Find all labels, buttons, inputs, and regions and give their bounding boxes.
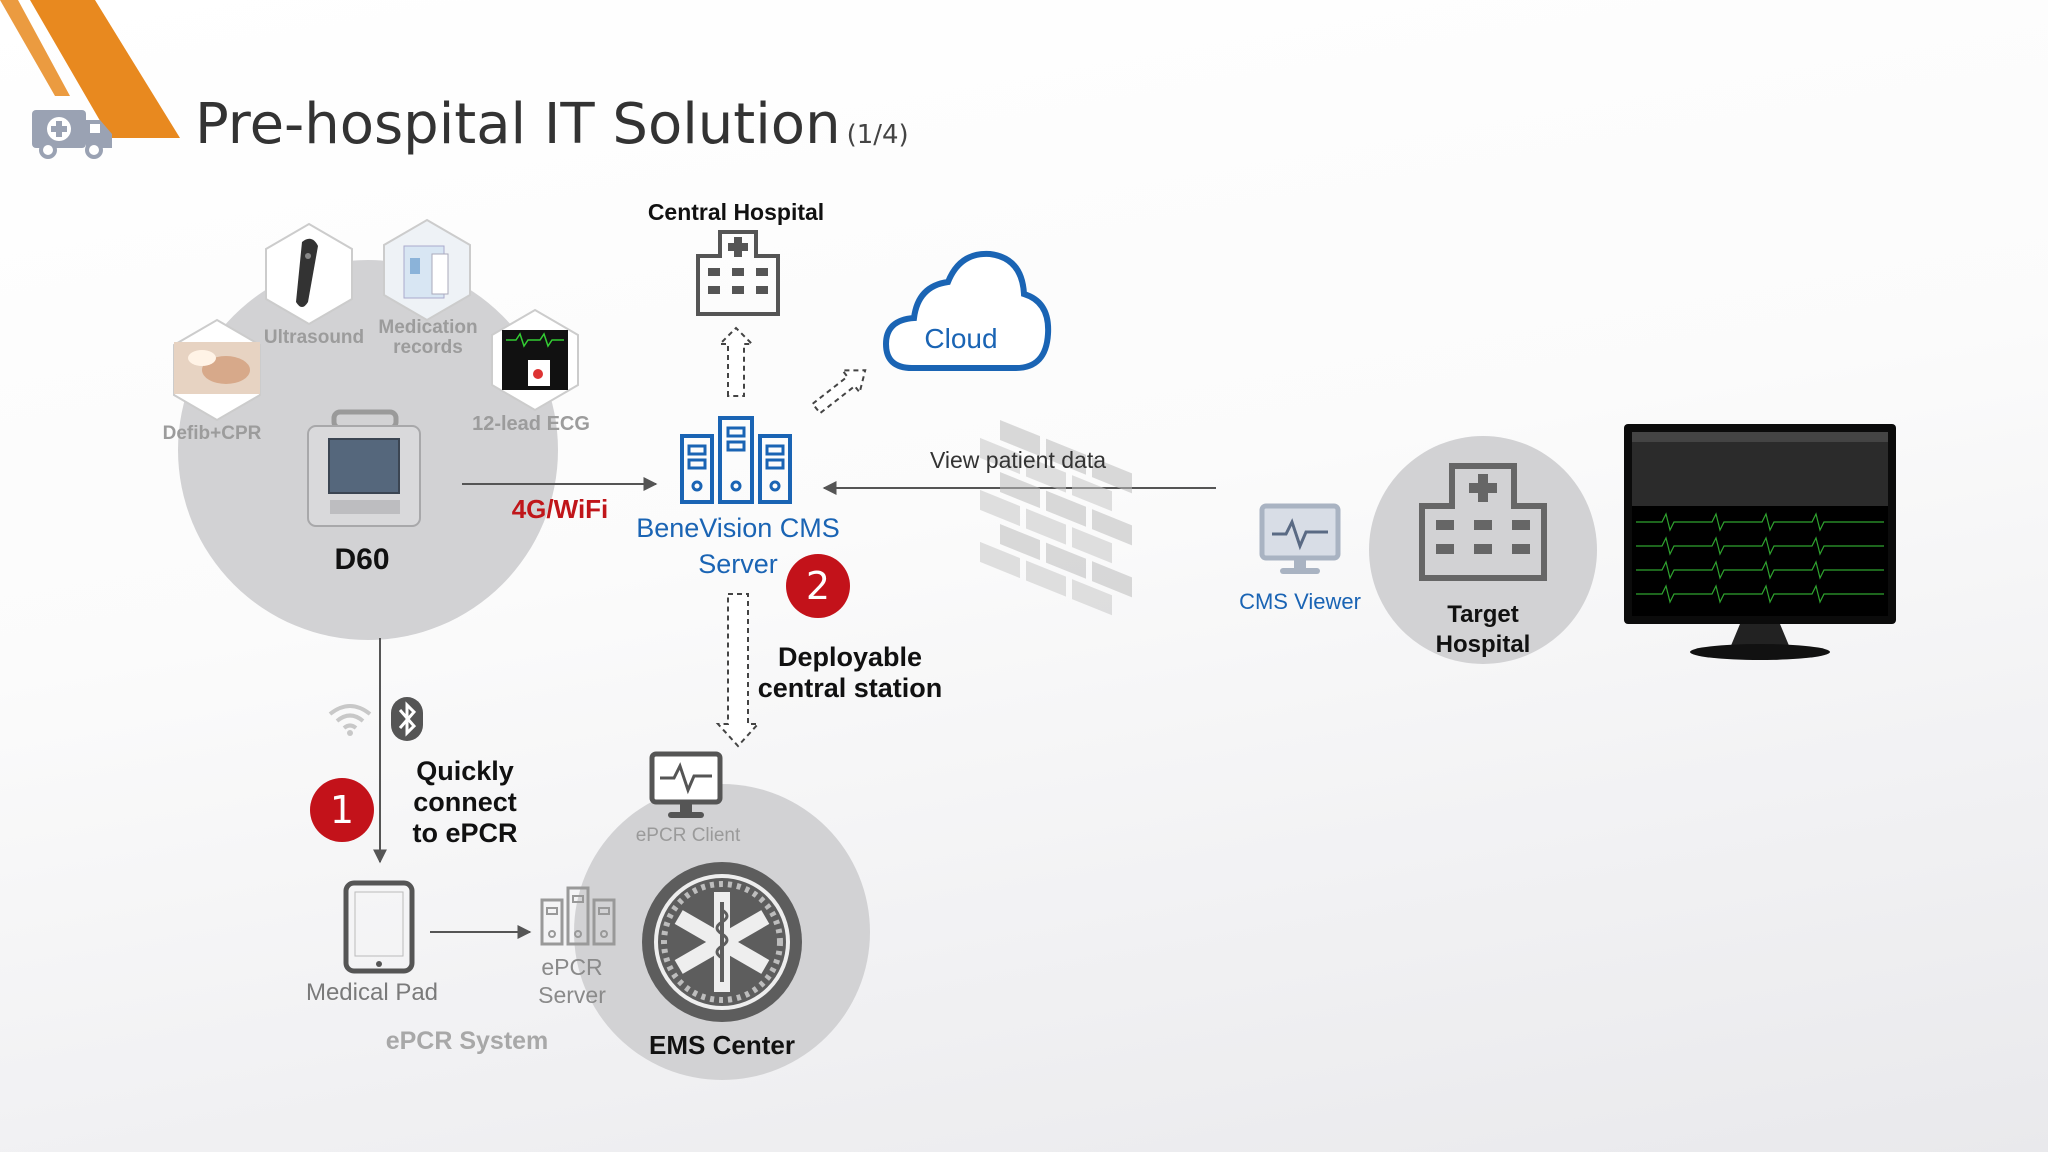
ecg-12-lead-icon <box>491 308 579 412</box>
defib-cpr-icon <box>173 318 261 422</box>
label-ultrasound: Ultrasound <box>263 327 365 348</box>
cms-viewer-icon <box>1259 503 1341 574</box>
label-central-hospital: Central Hospital <box>647 199 825 225</box>
label-ems-center: EMS Center <box>649 1030 795 1060</box>
arrow-cms-to-cloud <box>811 369 867 415</box>
label-medication-records: Medication records <box>378 317 478 358</box>
arrow-cms-to-central-hospital <box>717 326 755 397</box>
label-d60: D60 <box>334 543 390 576</box>
label-epcr-server: ePCR Server <box>538 954 606 1008</box>
firewall-icon <box>980 420 1132 616</box>
ultrasound-icon <box>265 222 353 326</box>
label-cms-viewer: CMS Viewer <box>1239 589 1361 614</box>
epcr-client-icon <box>649 751 723 818</box>
medical-pad-icon <box>343 880 415 974</box>
cms-server-icon <box>680 416 792 504</box>
label-cms-server: BeneVision CMS Server <box>636 513 840 580</box>
label-epcr-system: ePCR System <box>385 1027 549 1055</box>
label-view-patient-data: View patient data <box>929 447 1107 473</box>
cms-display-monitor <box>1624 424 1896 660</box>
step-badge-1: 1 <box>310 778 374 842</box>
ambulance-icon <box>32 110 112 159</box>
label-4g-wifi: 4G/WiFi <box>511 494 609 524</box>
page-subtitle: (1/4) <box>846 120 909 150</box>
d60-monitor-icon <box>307 409 421 527</box>
ems-emblem-icon <box>642 862 802 1022</box>
arrow-cms-to-ems <box>715 593 761 748</box>
label-medical-pad: Medical Pad <box>305 979 439 1006</box>
bluetooth-icon <box>391 697 423 741</box>
label-12-lead-ecg: 12-lead ECG <box>472 413 590 435</box>
medication-records-icon <box>383 218 471 322</box>
label-quickly-connect: Quickly connect to ePCR <box>412 756 518 849</box>
header-stripe-decoration <box>0 0 180 138</box>
step-badge-2: 2 <box>786 554 850 618</box>
label-cloud: Cloud <box>924 323 998 354</box>
epcr-server-icon <box>540 886 616 946</box>
label-deployable-central-station: Deployable central station <box>757 642 943 704</box>
label-epcr-client: ePCR Client <box>635 825 741 846</box>
central-hospital-icon <box>696 230 780 316</box>
cloud-icon <box>882 250 1052 371</box>
label-target-hospital: Target Hospital <box>1435 601 1531 658</box>
target-hospital-icon <box>1419 463 1547 581</box>
label-defib-cpr: Defib+CPR <box>162 423 262 444</box>
page-title: Pre-hospital IT Solution(1/4) <box>195 92 909 157</box>
wifi-icon <box>328 704 372 736</box>
